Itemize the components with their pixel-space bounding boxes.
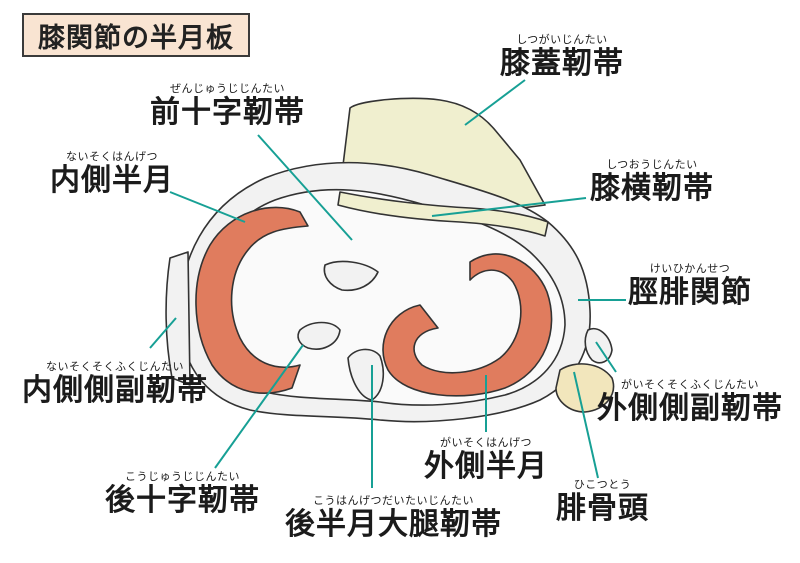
label-ruby: しつがいじんたい	[516, 33, 608, 46]
pointer-fibular-head	[573, 371, 599, 479]
label-text: 内側側副靭帯	[22, 373, 208, 408]
label-text: 後半月大腿靭帯	[285, 507, 502, 542]
label-text: 前十字靭帯	[150, 95, 305, 130]
label-text: 外側側副靭帯	[597, 391, 783, 426]
label-ruby: ないそくはんげつ	[66, 150, 158, 163]
label-ruby: ひこつとう	[573, 478, 632, 491]
lateral-meniscus-shape	[382, 253, 553, 397]
medial-meniscus-shape	[195, 206, 309, 394]
label-tibiofibular-joint: けいひかんせつ 脛腓関節	[628, 262, 752, 311]
label-text: 外側半月	[424, 449, 548, 484]
label-text: 脛腓関節	[628, 275, 752, 310]
label-mcl: ないそくそくふくじんたい 内側側副靭帯	[22, 360, 208, 409]
pointer-transverse-ligament	[431, 197, 587, 217]
acl-attachment	[323, 260, 379, 292]
label-acl: ぜんじゅうじじんたい 前十字靭帯	[150, 82, 305, 131]
pointer-pcl	[214, 344, 304, 469]
pointer-acl	[257, 134, 353, 241]
label-medial-meniscus: ないそくはんげつ 内側半月	[50, 150, 174, 199]
label-ruby: こうはんげつだいたいじんたい	[313, 494, 474, 507]
label-text: 腓骨頭	[556, 491, 649, 526]
label-text: 膝蓋靭帯	[500, 46, 624, 81]
label-ruby: がいそくそくふくじんたい	[621, 378, 759, 391]
posterior-meniscofemoral-shape	[347, 348, 385, 401]
pointer-mcl	[149, 317, 177, 349]
mcl-shape	[165, 251, 191, 386]
label-ruby: ないそくそくふくじんたい	[46, 360, 184, 373]
label-transverse-ligament: しつおうじんたい 膝横靭帯	[590, 158, 714, 207]
diagram-title: 膝関節の半月板	[22, 13, 250, 57]
label-ruby: がいそくはんげつ	[440, 436, 532, 449]
pointer-lcl	[595, 341, 617, 373]
label-ruby: しつおうじんたい	[606, 158, 698, 171]
pointer-medial-meniscus	[169, 191, 246, 223]
label-ruby: こうじゅうじじんたい	[125, 470, 240, 483]
label-fibular-head: ひこつとう 腓骨頭	[556, 478, 649, 527]
label-posterior-meniscofemoral: こうはんげつだいたいじんたい 後半月大腿靭帯	[285, 494, 502, 543]
label-pcl: こうじゅうじじんたい 後十字靭帯	[105, 470, 260, 519]
label-ruby: けいひかんせつ	[649, 262, 731, 275]
label-ruby: ぜんじゅうじじんたい	[170, 82, 285, 95]
label-lateral-meniscus: がいそくはんげつ 外側半月	[424, 436, 548, 485]
label-patellar-ligament: しつがいじんたい 膝蓋靭帯	[500, 33, 624, 82]
tibia-plateau-inner	[204, 188, 566, 406]
fibular-head-shape	[555, 363, 615, 413]
label-lcl: がいそくそくふくじんたい 外側側副靭帯	[597, 378, 783, 427]
pointer-patellar-ligament	[464, 79, 526, 126]
pcl-attachment	[297, 321, 341, 350]
label-text: 膝横靭帯	[590, 171, 714, 206]
label-text: 後十字靭帯	[105, 483, 260, 518]
label-text: 内側半月	[50, 163, 174, 198]
